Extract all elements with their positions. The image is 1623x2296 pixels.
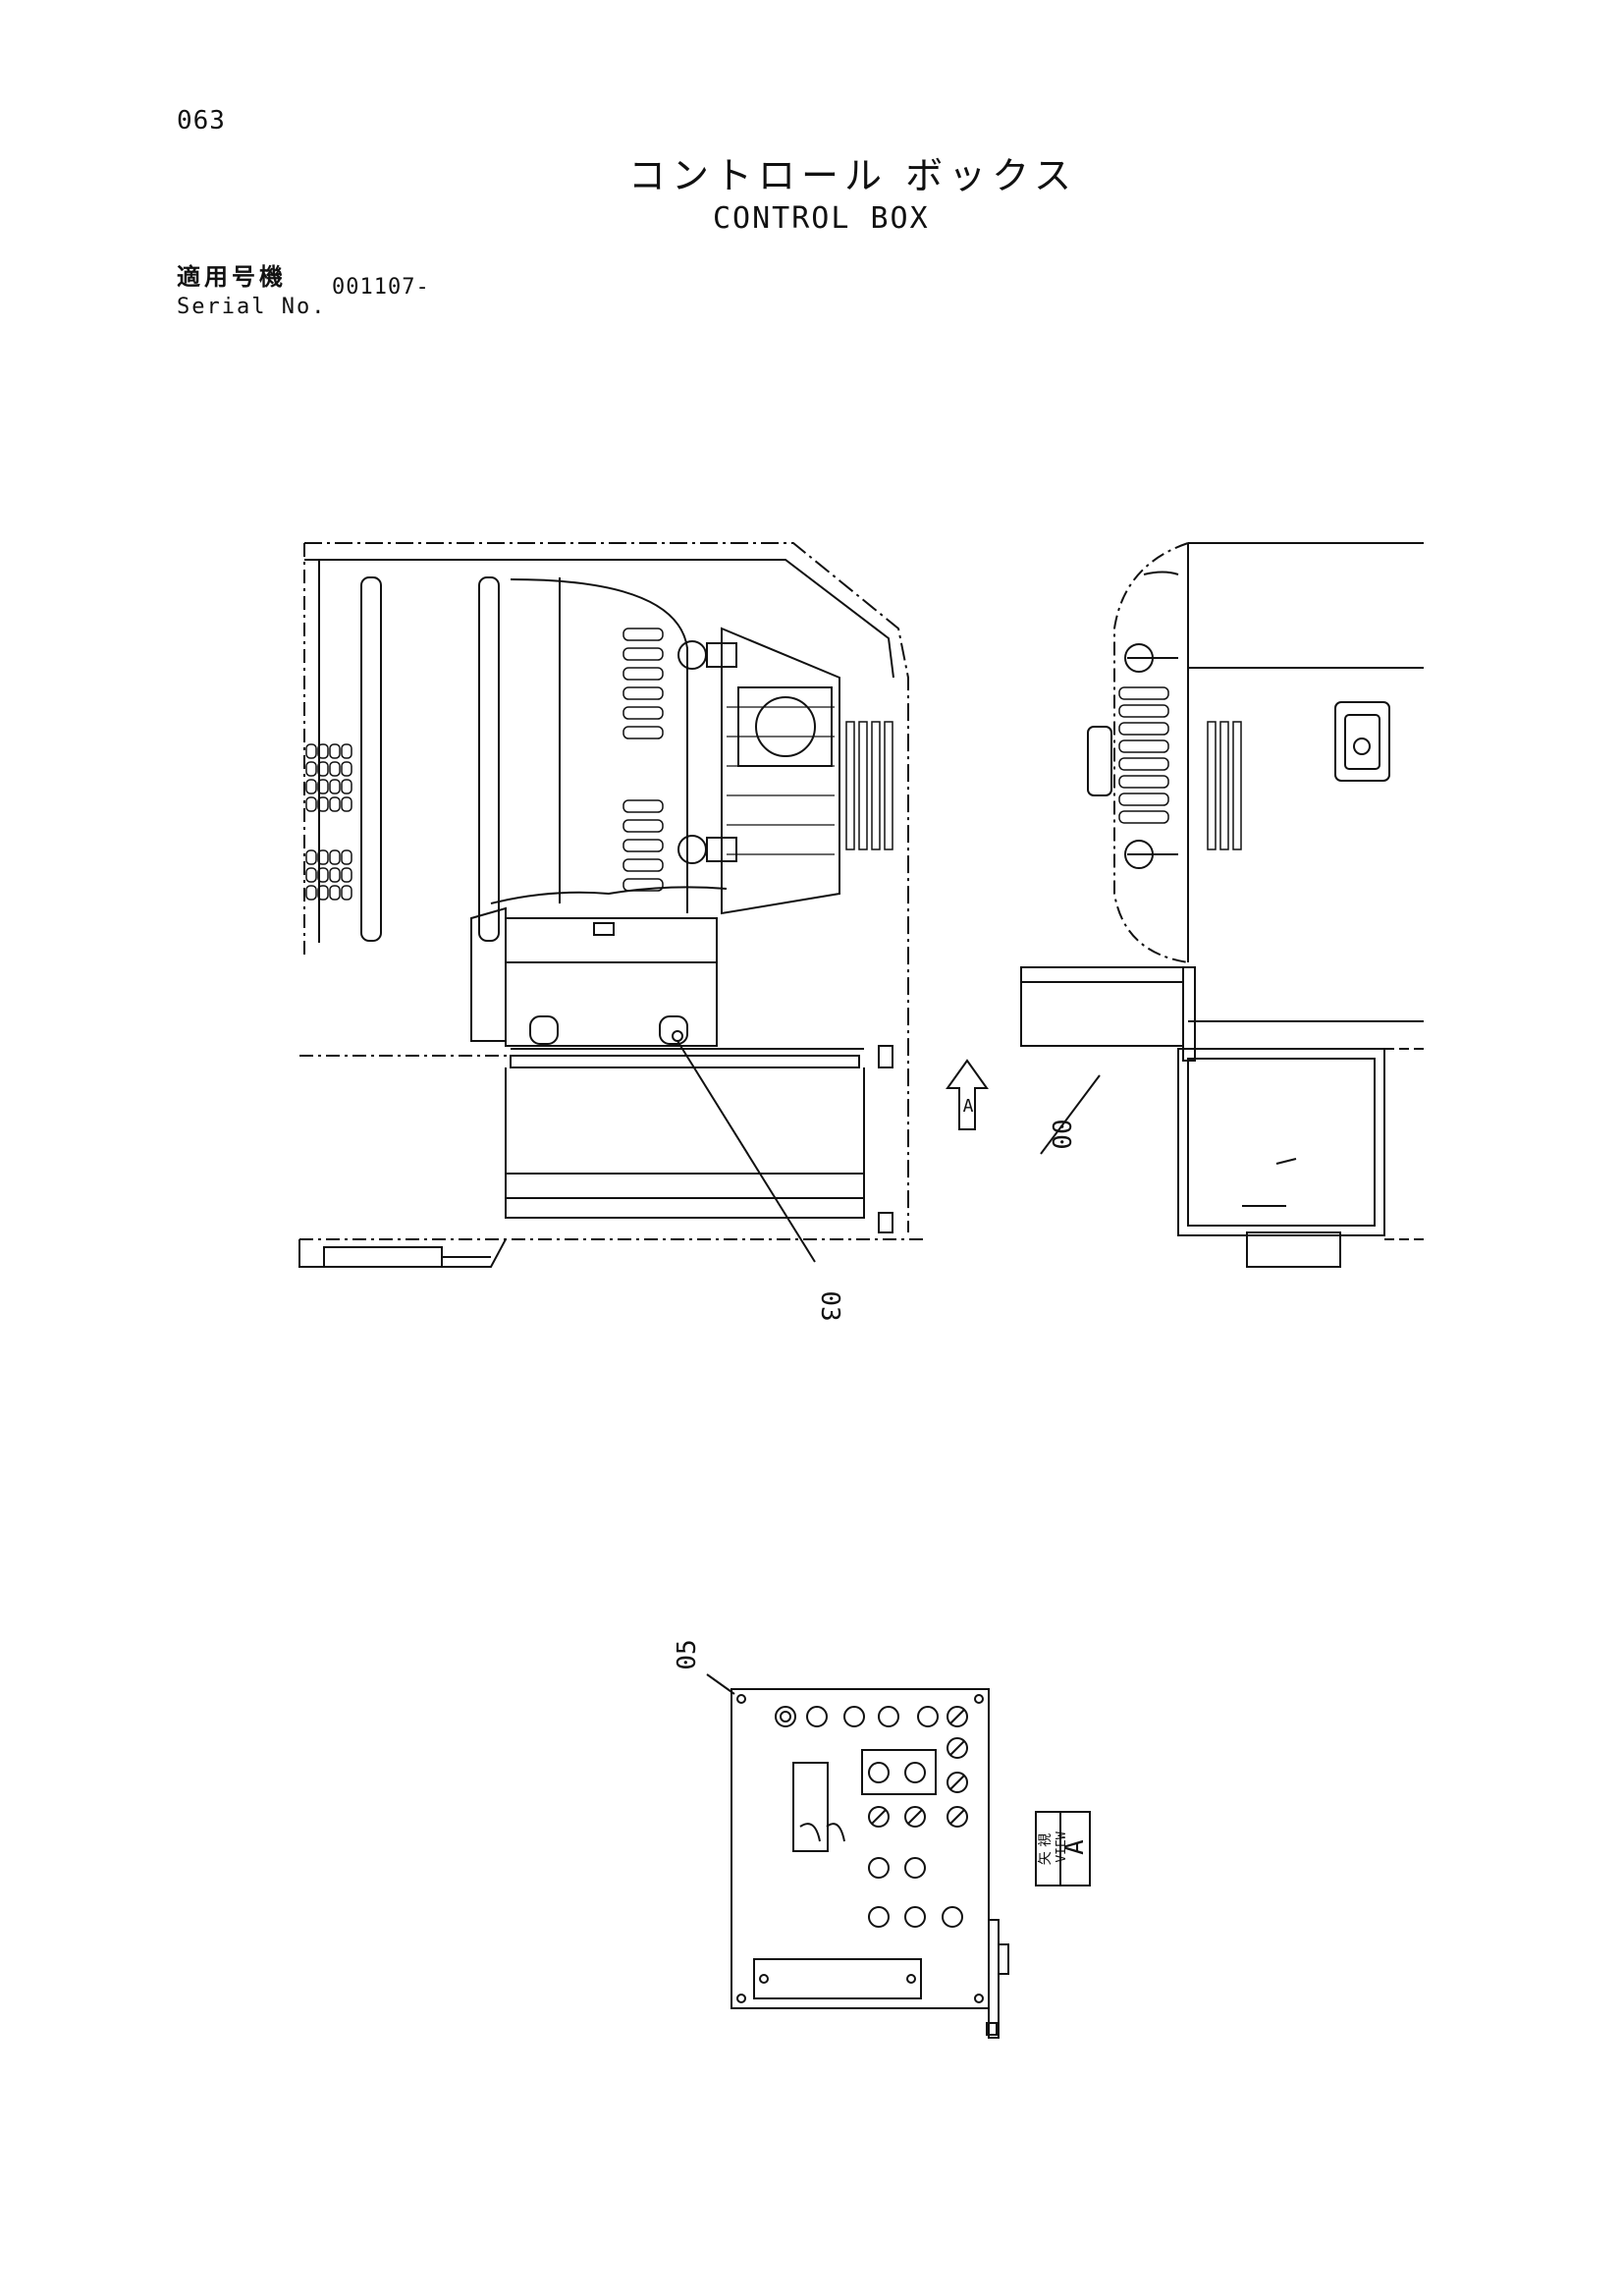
page-title-english: CONTROL BOX xyxy=(713,201,930,236)
control-box-side xyxy=(470,906,718,1047)
vent-slots-middle xyxy=(622,628,664,892)
view-arrow-letter: A xyxy=(963,1096,974,1117)
view-label-box xyxy=(1035,1811,1091,1886)
serial-number-value: 001107- xyxy=(332,275,430,300)
page-number: 063 xyxy=(177,106,226,136)
view-arrow xyxy=(946,1059,989,1130)
right-machine-view xyxy=(1020,542,1424,1268)
serial-label-english: Serial No. xyxy=(177,295,327,319)
page-title-japanese: コントロール ボックス xyxy=(628,154,1077,197)
vent-grid-left xyxy=(305,743,352,901)
view-label-japanese: 矢 視 xyxy=(1038,1832,1054,1866)
serial-label-japanese: 適用号機 xyxy=(177,263,287,291)
control-panel-view-a xyxy=(706,1673,1009,2039)
callout-00: 00 xyxy=(1046,1119,1075,1150)
callout-05: 05 xyxy=(673,1639,702,1670)
left-machine-view xyxy=(298,542,923,1268)
view-label-letter: A xyxy=(1060,1839,1090,1855)
callout-03: 03 xyxy=(815,1290,844,1322)
